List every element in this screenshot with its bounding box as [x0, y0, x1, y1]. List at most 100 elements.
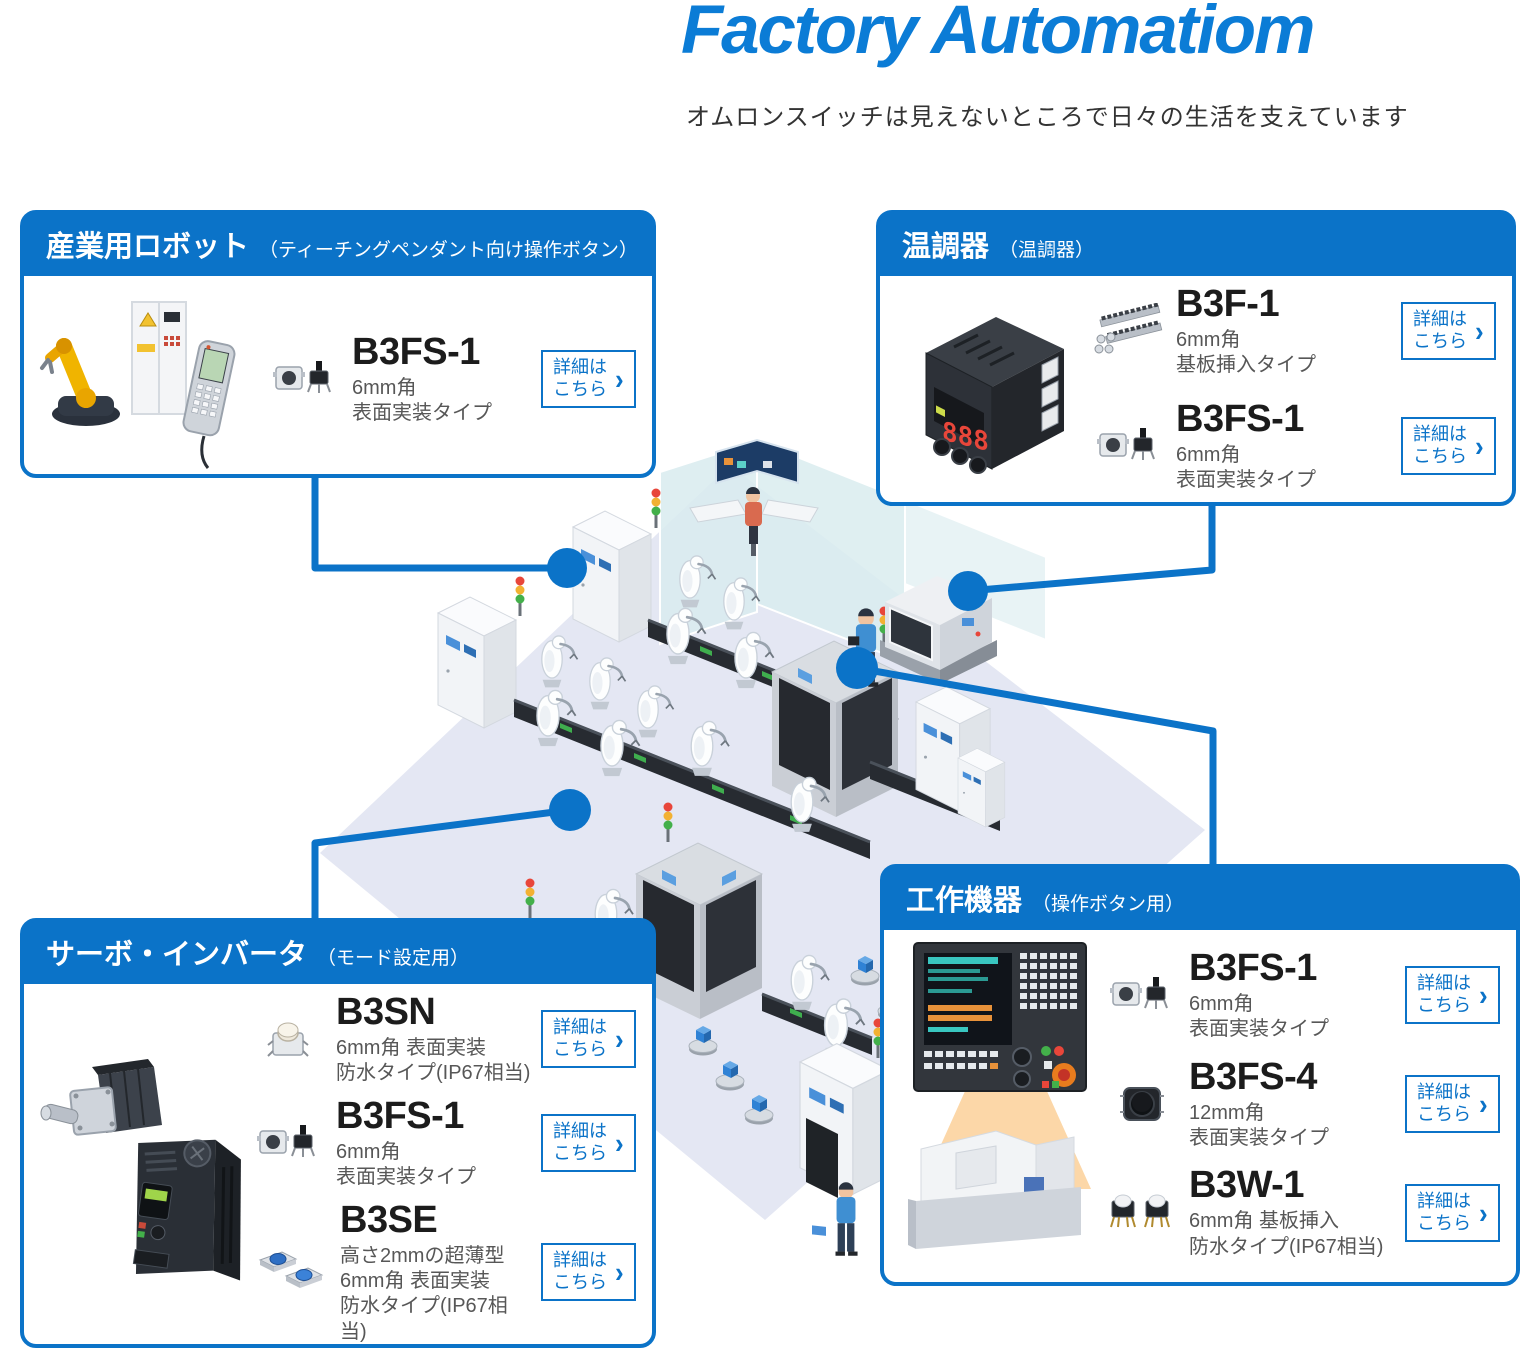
product-desc: 6mm角 表面実装タイプ: [1176, 443, 1316, 492]
product-desc: 高さ2mmの超薄型 6mm角 表面実装 防水タイプ(IP67相当): [340, 1244, 508, 1343]
connector-dot-machine-tools: [836, 647, 878, 689]
product-name: B3FS-1: [336, 1094, 464, 1137]
product-name: B3FS-1: [1189, 946, 1317, 989]
card-title: サーボ・インバータ: [46, 939, 308, 971]
card-title: 産業用ロボット: [46, 231, 250, 263]
b3fs-1-switch-icon: [1105, 969, 1179, 1021]
industrial-robot-card: 産業用ロボット （ティーチングペンダント向け操作ボタン）: [20, 210, 656, 478]
chevron-right-icon: ›: [1479, 1196, 1488, 1230]
connector-line-temperature-controller: [967, 506, 1216, 595]
card-subtitle: （温調器）: [999, 240, 1095, 261]
servo-inverter-card: サーボ・インバータ （モード設定用）: [20, 918, 656, 1348]
cnc-machine-image: [896, 939, 1101, 1269]
card-header: サーボ・インバータ （モード設定用）: [24, 922, 652, 984]
b3f-1-switch-strip-icon: [1092, 303, 1166, 359]
page-title: Factory Automatiom: [681, 0, 1315, 68]
product-row-b3fs4: B3FS-4 12mm角 表面実装タイプ 詳細はこちら ›: [1105, 1055, 1500, 1152]
detail-button-label: 詳細はこちら: [553, 357, 607, 399]
detail-button-label: 詳細はこちら: [553, 1121, 607, 1164]
detail-link-button[interactable]: 詳細はこちら ›: [541, 1010, 636, 1069]
card-header: 温調器 （温調器）: [880, 214, 1512, 276]
connector-dot-servo-inverter: [549, 789, 591, 831]
product-desc: 6mm角 表面実装 防水タイプ(IP67相当): [336, 1037, 531, 1085]
smt-machine: [771, 640, 899, 818]
detail-button-label: 詳細はこちら: [1413, 309, 1467, 352]
b3sn-switch-icon: [252, 1013, 326, 1065]
b3fs-1-switch-icon: [268, 353, 342, 405]
card-subtitle: （操作ボタン用）: [1032, 894, 1185, 915]
chevron-right-icon: ›: [615, 1022, 624, 1056]
connector-line-machine-tools: [856, 664, 1217, 866]
detail-button-label: 詳細はこちら: [553, 1250, 607, 1293]
detail-button-label: 詳細はこちら: [553, 1017, 607, 1060]
detail-link-button[interactable]: 詳細はこちら ›: [1405, 1075, 1500, 1133]
product-row-b3fs1: B3FS-1 6mm角 表面実装タイプ 詳細はこちら ›: [268, 330, 636, 427]
chevron-right-icon: ›: [1475, 429, 1484, 463]
detail-button-label: 詳細はこちら: [1417, 1190, 1471, 1233]
b3fs-4-switch-icon: [1105, 1076, 1179, 1132]
detail-button-label: 詳細はこちら: [1413, 424, 1467, 467]
product-name: B3FS-1: [1176, 397, 1304, 440]
card-subtitle: （モード設定用）: [317, 948, 470, 969]
card-title: 工作機器: [906, 885, 1023, 917]
product-row-b3fs1: B3FS-1 6mm角 表面実装タイプ 詳細はこちら ›: [252, 1094, 636, 1191]
cnc-control-panel: [913, 942, 1087, 1092]
product-name: B3W-1: [1189, 1164, 1304, 1207]
product-row-b3fs1: B3FS-1 6mm角 表面実装タイプ 詳細はこちら ›: [1105, 946, 1500, 1043]
temperature-controller-image: 888: [892, 295, 1088, 483]
industrial-robot-image: [36, 284, 264, 474]
detail-button-label: 詳細はこちら: [1417, 1082, 1471, 1124]
chevron-right-icon: ›: [1479, 978, 1488, 1012]
detail-link-button[interactable]: 詳細はこちら ›: [1405, 1183, 1500, 1242]
card-subtitle: （ティーチングペンダント向け操作ボタン）: [259, 240, 638, 261]
conveyor-line-2: [437, 576, 1013, 1060]
product-desc: 6mm角 基板挿入 防水タイプ(IP67相当): [1189, 1210, 1384, 1258]
detail-link-button[interactable]: 詳細はこちら ›: [1401, 417, 1496, 476]
product-name: B3F-1: [1176, 283, 1280, 325]
product-row-b3sn: B3SN 6mm角 表面実装 防水タイプ(IP67相当) 詳細はこちら ›: [252, 991, 636, 1087]
end-cabinet-with-door: [799, 1043, 891, 1236]
servo-motor: [40, 1058, 162, 1136]
servo-inverter-image: [36, 1039, 248, 1299]
product-name: B3SN: [336, 991, 436, 1033]
product-name: B3SE: [340, 1198, 438, 1241]
technician-with-tablet: [848, 608, 879, 687]
chevron-right-icon: ›: [615, 362, 624, 396]
b3w-1-switch-pair-icon: [1105, 1185, 1179, 1241]
product-desc: 6mm角 表面実装タイプ: [336, 1140, 476, 1189]
keyboard: [761, 499, 819, 523]
chevron-right-icon: ›: [1475, 314, 1484, 348]
detail-link-button[interactable]: 詳細はこちら ›: [1401, 302, 1496, 361]
temperature-controller-card: 温調器 （温調器） 888: [876, 210, 1516, 506]
connector-dot-industrial-robot: [547, 548, 587, 588]
b3fs-1-switch-icon: [1092, 420, 1166, 472]
machine-tools-card: 工作機器 （操作ボタン用）: [880, 864, 1520, 1286]
product-name: B3FS-1: [352, 330, 480, 373]
card-header: 工作機器 （操作ボタン用）: [884, 868, 1516, 930]
seated-operator: [745, 487, 762, 556]
connector-line-industrial-robot: [311, 478, 567, 572]
b3se-switch-pair-icon: [252, 1244, 330, 1300]
card-title: 温調器: [902, 231, 990, 263]
chevron-right-icon: ›: [615, 1255, 624, 1289]
product-row-b3w1: B3W-1 6mm角 基板挿入 防水タイプ(IP67相当) 詳細はこちら ›: [1105, 1165, 1500, 1260]
product-desc: 6mm角 表面実装タイプ: [352, 376, 492, 425]
product-name: B3FS-4: [1189, 1055, 1317, 1098]
monitor-wall: [715, 438, 799, 485]
detail-link-button[interactable]: 詳細はこちら ›: [541, 350, 636, 408]
product-desc: 6mm角 表面実装タイプ: [1189, 992, 1329, 1041]
detail-link-button[interactable]: 詳細はこちら ›: [1405, 966, 1500, 1025]
chevron-right-icon: ›: [1479, 1087, 1488, 1121]
detail-link-button[interactable]: 詳細はこちら ›: [541, 1243, 636, 1302]
product-row-b3f1: B3F-1 6mm角 基板挿入タイプ 詳細はこちら ›: [1092, 283, 1496, 379]
detail-link-button[interactable]: 詳細はこちら ›: [541, 1114, 636, 1173]
page-subtitle: オムロンスイッチは見えないところで日々の生活を支えています: [686, 104, 1409, 131]
b3fs-1-switch-icon: [252, 1117, 326, 1169]
connector-dot-temperature-controller: [948, 571, 988, 611]
product-desc: 12mm角 表面実装タイプ: [1189, 1101, 1329, 1150]
connectors: [311, 478, 1217, 920]
product-row-b3fs1: B3FS-1 6mm角 表面実装タイプ 詳細はこちら ›: [1092, 397, 1496, 494]
card-header: 産業用ロボット （ティーチングペンダント向け操作ボタン）: [24, 214, 652, 276]
product-desc: 6mm角 基板挿入タイプ: [1176, 329, 1316, 377]
